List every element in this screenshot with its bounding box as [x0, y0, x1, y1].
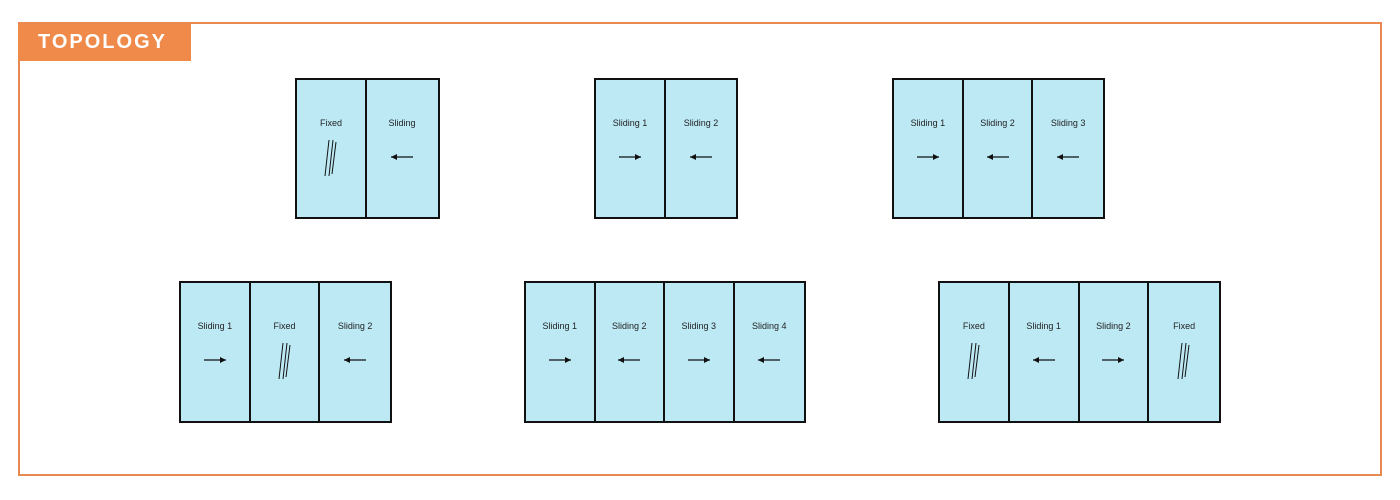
- panel-label: Sliding 1: [910, 118, 946, 128]
- arrow-left-icon: [690, 154, 712, 160]
- panel-label: Sliding 3: [681, 321, 717, 331]
- panel: Sliding 1: [526, 283, 596, 421]
- arrow-right-icon: [548, 357, 571, 363]
- arrow-right-icon: [916, 154, 939, 160]
- panel-label: Sliding 2: [683, 118, 719, 128]
- arrow-left-icon: [1057, 154, 1080, 160]
- panel-label: Fixed: [273, 321, 296, 331]
- panel: Sliding 1: [596, 80, 666, 217]
- panel-label: Fixed: [319, 118, 342, 128]
- arrow-left-icon: [986, 154, 1009, 160]
- panel-label: Sliding 2: [337, 321, 373, 331]
- config-1: Fixed Sliding: [295, 78, 440, 219]
- config-5: Sliding 1 Sliding 2 Sliding 3 Sliding 4: [524, 281, 806, 423]
- panel: Sliding 1: [181, 283, 251, 421]
- arrow-right-icon: [687, 357, 710, 363]
- arrow-right-icon: [619, 154, 641, 160]
- panel-label: Sliding 1: [542, 321, 578, 331]
- arrow-right-icon: [203, 357, 226, 363]
- panel-label: Sliding 3: [1050, 118, 1086, 128]
- panel: Sliding 3: [665, 283, 735, 421]
- panel-label: Sliding 2: [1096, 321, 1131, 331]
- panel-label: Fixed: [962, 321, 985, 331]
- config-4: Sliding 1 Fixed Sliding 2: [179, 281, 392, 423]
- fixed-glass-icon: [967, 342, 980, 380]
- panel-label: Sliding 2: [980, 118, 1015, 128]
- section-title: TOPOLOGY: [18, 24, 191, 61]
- panel-label: Fixed: [1173, 321, 1196, 331]
- panel: Fixed: [250, 283, 321, 421]
- arrow-right-icon: [1102, 357, 1125, 363]
- arrow-left-icon: [1032, 357, 1055, 363]
- panel: Sliding 2: [666, 80, 736, 217]
- fixed-glass-icon: [324, 139, 337, 177]
- panel: Fixed: [297, 80, 367, 217]
- panel-label: Sliding 2: [611, 321, 647, 331]
- panel: Fixed: [940, 283, 1010, 421]
- panel-label: Sliding 1: [612, 118, 648, 128]
- panel: Sliding 4: [734, 283, 804, 421]
- arrow-left-icon: [618, 357, 641, 363]
- panel: Sliding 2: [595, 283, 665, 421]
- panel: Sliding: [367, 80, 437, 217]
- config-6: Fixed Sliding 1 Sliding 2 Fixed: [938, 281, 1221, 423]
- panel: Sliding 2: [963, 80, 1034, 217]
- panel-label: Sliding 1: [1026, 321, 1061, 331]
- arrow-left-icon: [391, 154, 413, 160]
- fixed-glass-icon: [278, 342, 290, 380]
- arrow-left-icon: [344, 357, 367, 363]
- panel-label: Sliding: [388, 118, 416, 128]
- topology-frame: [18, 22, 1382, 476]
- panel: Sliding 3: [1033, 80, 1103, 217]
- config-3: Sliding 1 Sliding 2 Sliding 3: [892, 78, 1105, 219]
- fixed-glass-icon: [1177, 342, 1190, 380]
- panel: Fixed: [1149, 283, 1219, 421]
- panel: Sliding 2: [320, 283, 390, 421]
- panel: Sliding 2: [1079, 283, 1150, 421]
- panel-label: Sliding 1: [197, 321, 233, 331]
- panel: Sliding 1: [1009, 283, 1080, 421]
- config-2: Sliding 1 Sliding 2: [594, 78, 738, 219]
- panel: Sliding 1: [894, 80, 964, 217]
- arrow-left-icon: [758, 357, 781, 363]
- panel-label: Sliding 4: [751, 321, 787, 331]
